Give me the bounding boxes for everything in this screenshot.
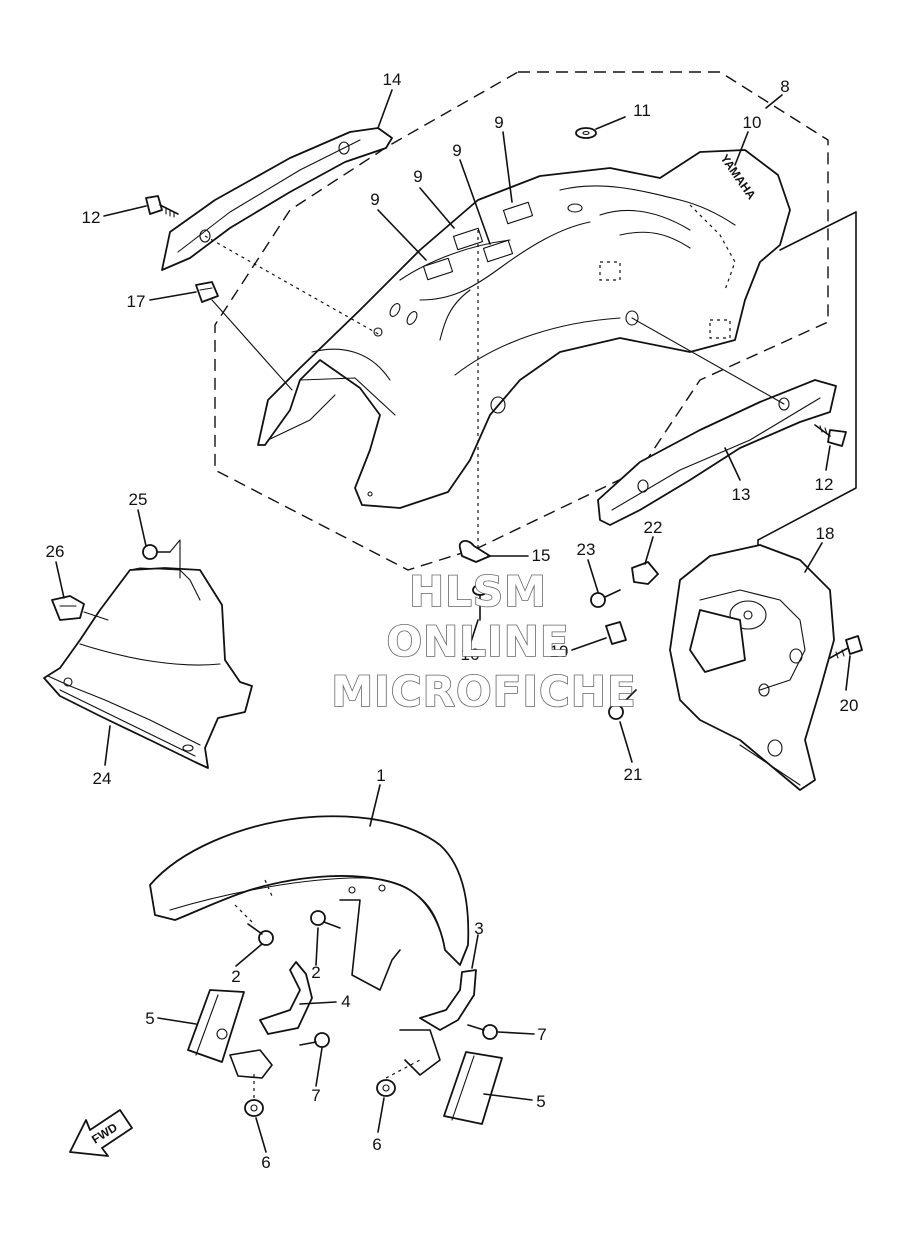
callout-11: 11 (633, 101, 651, 120)
watermark-line-2: ONLINE (386, 617, 569, 666)
fwd-direction-arrow: FWD (69, 1109, 133, 1157)
callout-15: 15 (532, 546, 551, 565)
callout-14: 14 (383, 70, 402, 89)
callout-18: 18 (816, 524, 835, 543)
screw-7-right (467, 1024, 498, 1040)
watermark-line-3: MICROFICHE (331, 667, 636, 716)
lower-cover-24 (43, 567, 253, 769)
bracket-22 (631, 561, 659, 585)
callout-1: 1 (376, 766, 385, 785)
clip-26 (51, 595, 85, 621)
nut-19 (605, 621, 627, 645)
callout-24: 24 (93, 769, 112, 788)
screw-23 (590, 589, 621, 608)
callout-16: 16 (461, 645, 480, 664)
callout-9-a: 9 (494, 113, 503, 132)
callout-3: 3 (474, 919, 483, 938)
callout-5-left: 5 (145, 1009, 154, 1028)
callout-12-left: 12 (82, 208, 101, 227)
side-cover-13 (597, 379, 837, 526)
bolt-12-left (145, 195, 179, 218)
screw-21 (608, 689, 637, 720)
nut-6-right (376, 1079, 396, 1097)
callout-22: 22 (644, 518, 663, 537)
callout-2-left: 2 (231, 967, 240, 986)
bolt-2-right (310, 910, 341, 929)
watermark: HLSM ONLINE MICROFICHE (331, 566, 637, 717)
bolt-20 (829, 635, 863, 659)
front-fender-1 (149, 815, 470, 966)
callout-5-right: 5 (536, 1092, 545, 1111)
screw-7-left (299, 1032, 330, 1048)
side-cover-14 (161, 127, 393, 271)
callout-6-right: 6 (372, 1135, 381, 1154)
watermark-line-1: HLSM (409, 567, 547, 616)
screw-16 (472, 584, 488, 621)
callout-12-right: 12 (815, 475, 834, 494)
callout-9-d: 9 (370, 190, 379, 209)
reflector-5-right (443, 1051, 503, 1125)
grommet-17 (195, 281, 219, 303)
rear-fender: YAMAHA (257, 149, 791, 509)
callout-13: 13 (732, 485, 751, 504)
callout-7-left: 7 (311, 1086, 320, 1105)
washer-11 (575, 127, 597, 139)
callout-20: 20 (840, 696, 859, 715)
callout-10: 10 (743, 113, 762, 132)
callout-21: 21 (624, 765, 643, 784)
callout-19: 19 (550, 642, 569, 661)
bracket-3 (419, 969, 477, 1031)
rivet-25 (142, 544, 171, 560)
tail-light-18 (669, 544, 835, 791)
clip-15 (458, 540, 491, 563)
callout-9-b: 9 (452, 141, 461, 160)
callout-17: 17 (127, 292, 146, 311)
reflector-5-left (187, 989, 245, 1063)
callout-6-left: 6 (261, 1153, 270, 1172)
callout-25: 25 (129, 490, 148, 509)
callout-labels: 14 8 11 10 9 9 9 9 12 17 13 12 15 16 25 … (46, 70, 859, 1172)
callout-26: 26 (46, 542, 65, 561)
callout-4: 4 (341, 992, 350, 1011)
callout-9-c: 9 (413, 167, 422, 186)
nut-6-left (244, 1099, 264, 1117)
bolt-12-right (814, 424, 847, 447)
leader-lines (55, 89, 851, 1153)
bracket-4 (259, 961, 313, 1035)
callout-8: 8 (780, 77, 789, 96)
callout-23: 23 (577, 540, 596, 559)
callout-2-right: 2 (311, 963, 320, 982)
callout-7-right: 7 (537, 1025, 546, 1044)
bolt-2-left (247, 923, 274, 946)
